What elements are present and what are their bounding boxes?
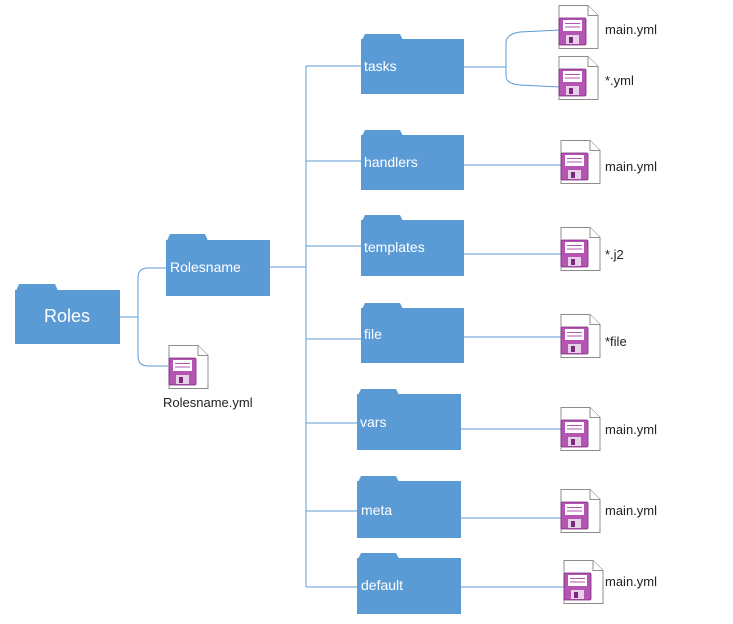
folder-meta: meta	[357, 476, 461, 538]
file-label-vars-main: main.yml	[605, 422, 657, 437]
folder-vars: vars	[357, 389, 461, 450]
folder-rolesname: Rolesname	[166, 234, 270, 296]
folder-body	[357, 558, 461, 614]
folder-body	[357, 394, 461, 450]
folder-label-templates: templates	[364, 239, 425, 255]
connector-roles-branch	[120, 267, 168, 367]
yaml-file-icon	[560, 489, 601, 533]
folder-templates: templates	[361, 215, 464, 276]
folder-handlers: handlers	[361, 130, 464, 190]
folder-label-rolesname: Rolesname	[170, 259, 241, 275]
file-label-meta-main: main.yml	[605, 503, 657, 518]
yaml-file-icon	[560, 407, 601, 451]
connector-tasks-files	[464, 29, 561, 88]
folder-body	[361, 220, 464, 276]
folder-body	[361, 308, 464, 363]
yaml-file-icon	[558, 56, 599, 100]
file-label-default-main: main.yml	[605, 574, 657, 589]
file-label-tasks-main: main.yml	[605, 22, 657, 37]
folders: Roles Rolesname tasks handlers templates	[15, 34, 464, 614]
folder-default: default	[357, 553, 461, 614]
folder-label-tasks: tasks	[364, 58, 397, 74]
folder-body	[15, 290, 120, 344]
folder-label-roles: Roles	[44, 306, 90, 326]
file-label-templates-j2: *.j2	[605, 247, 624, 262]
yaml-file-icon	[558, 5, 599, 49]
yaml-file-icon	[168, 345, 209, 389]
file-icons	[168, 5, 604, 604]
yaml-file-icon	[560, 140, 601, 184]
file-label-tasks-glob: *.yml	[605, 73, 634, 88]
folder-body	[166, 240, 270, 296]
folder-body	[361, 39, 464, 94]
file-label-rolesname-yml: Rolesname.yml	[163, 395, 253, 410]
yaml-file-icon	[560, 314, 601, 358]
connector-rolesname-trunk	[270, 66, 307, 587]
folder-label-meta: meta	[361, 502, 392, 518]
yaml-file-icon	[560, 227, 601, 271]
folder-label-handlers: handlers	[364, 154, 418, 170]
folder-tasks: tasks	[361, 34, 464, 94]
folder-roles: Roles	[15, 284, 120, 344]
file-labels: Rolesname.yml main.yml *.yml main.yml *.…	[163, 22, 657, 589]
yaml-file-icon	[563, 560, 604, 604]
folder-label-vars: vars	[360, 414, 386, 430]
folder-body	[361, 135, 464, 190]
folder-file: file	[361, 303, 464, 363]
file-label-file-glob: *file	[605, 334, 627, 349]
folder-label-default: default	[361, 577, 403, 593]
folder-label-file: file	[364, 326, 382, 342]
connectors	[120, 29, 566, 588]
file-label-handlers-main: main.yml	[605, 159, 657, 174]
folder-body	[357, 481, 461, 538]
